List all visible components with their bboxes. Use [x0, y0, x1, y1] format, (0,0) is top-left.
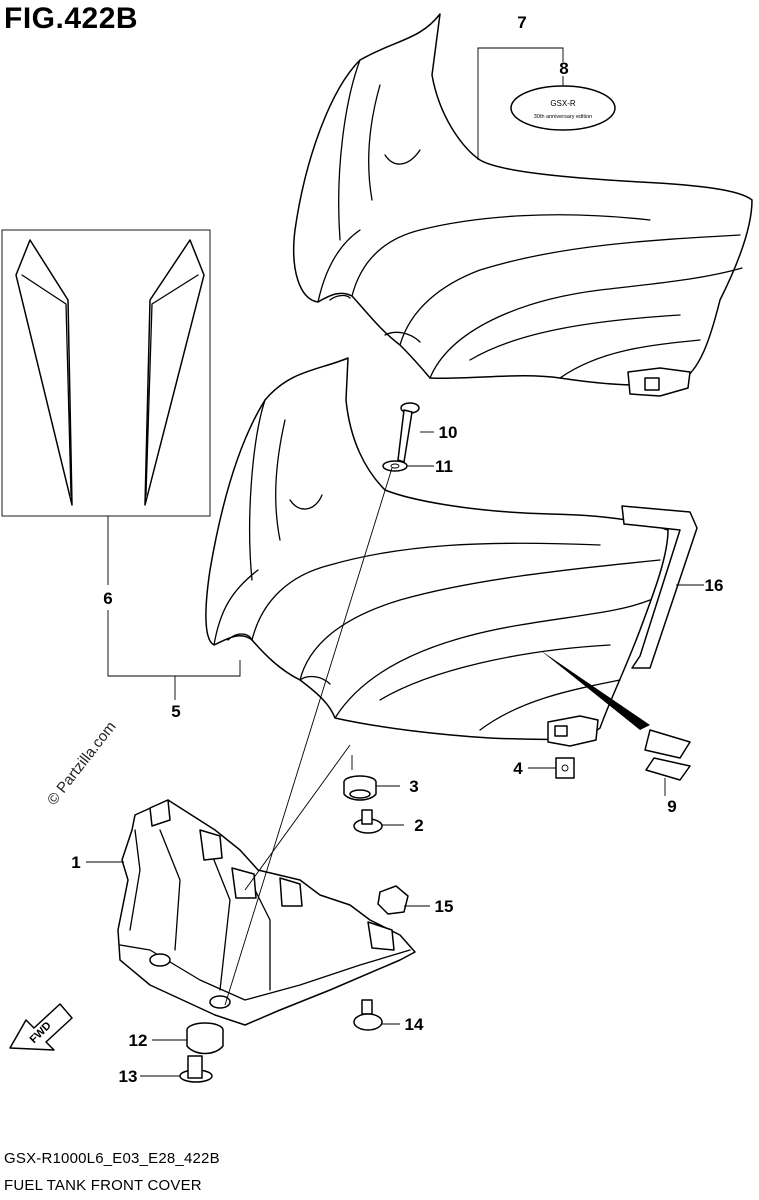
- figure-title: FIG.422B: [4, 2, 139, 35]
- callout-10: 10: [439, 423, 458, 442]
- emblem: [644, 729, 691, 781]
- figure-caption: FUEL TANK FRONT COVER: [4, 1177, 202, 1194]
- callout-15: 15: [435, 897, 454, 916]
- callout-16: 16: [705, 576, 724, 595]
- collar-2: [353, 809, 383, 834]
- callout-1: 1: [71, 853, 80, 872]
- tank-cover-lower: [205, 357, 669, 747]
- nut-15: [377, 885, 409, 915]
- collar-13: [179, 1055, 213, 1083]
- grommet-12: [186, 1022, 224, 1055]
- decal-stripe-set: [1, 229, 211, 517]
- collar-14: [353, 999, 383, 1031]
- callout-4: 4: [513, 759, 523, 778]
- callout-13: 13: [119, 1067, 138, 1086]
- callout-12: 12: [129, 1031, 148, 1050]
- callout-3: 3: [409, 777, 418, 796]
- callout-labels: 7 8 10 11 16 6 5 3 2 4 9 1 15 14 12 13: [71, 13, 723, 1086]
- badge-line2: 30th anniversary edition: [534, 114, 592, 120]
- assembly-lines: [224, 467, 393, 1006]
- callout-7: 7: [517, 13, 526, 32]
- badge-line1: GSX-R: [550, 99, 576, 108]
- washer-11: [382, 460, 408, 472]
- callout-9: 9: [667, 797, 676, 816]
- bracket-base: [117, 799, 416, 1026]
- grommet-3: [343, 775, 377, 801]
- tank-cover-upper: [292, 13, 753, 397]
- model-code: GSX-R1000L6_E03_E28_422B: [4, 1150, 220, 1167]
- callout-2: 2: [414, 816, 423, 835]
- callout-6: 6: [103, 589, 112, 608]
- bolt-10: [397, 402, 420, 463]
- anniversary-badge: GSX-R 30th anniversary edition: [510, 85, 616, 131]
- callout-11: 11: [435, 457, 453, 476]
- callout-5: 5: [171, 702, 180, 721]
- nut-4: [555, 757, 575, 779]
- callout-14: 14: [405, 1015, 424, 1034]
- leader-lines: [86, 47, 704, 1077]
- trim-strip: [621, 505, 698, 669]
- callout-8: 8: [559, 59, 568, 78]
- forward-arrow-icon: FWD: [9, 1003, 73, 1051]
